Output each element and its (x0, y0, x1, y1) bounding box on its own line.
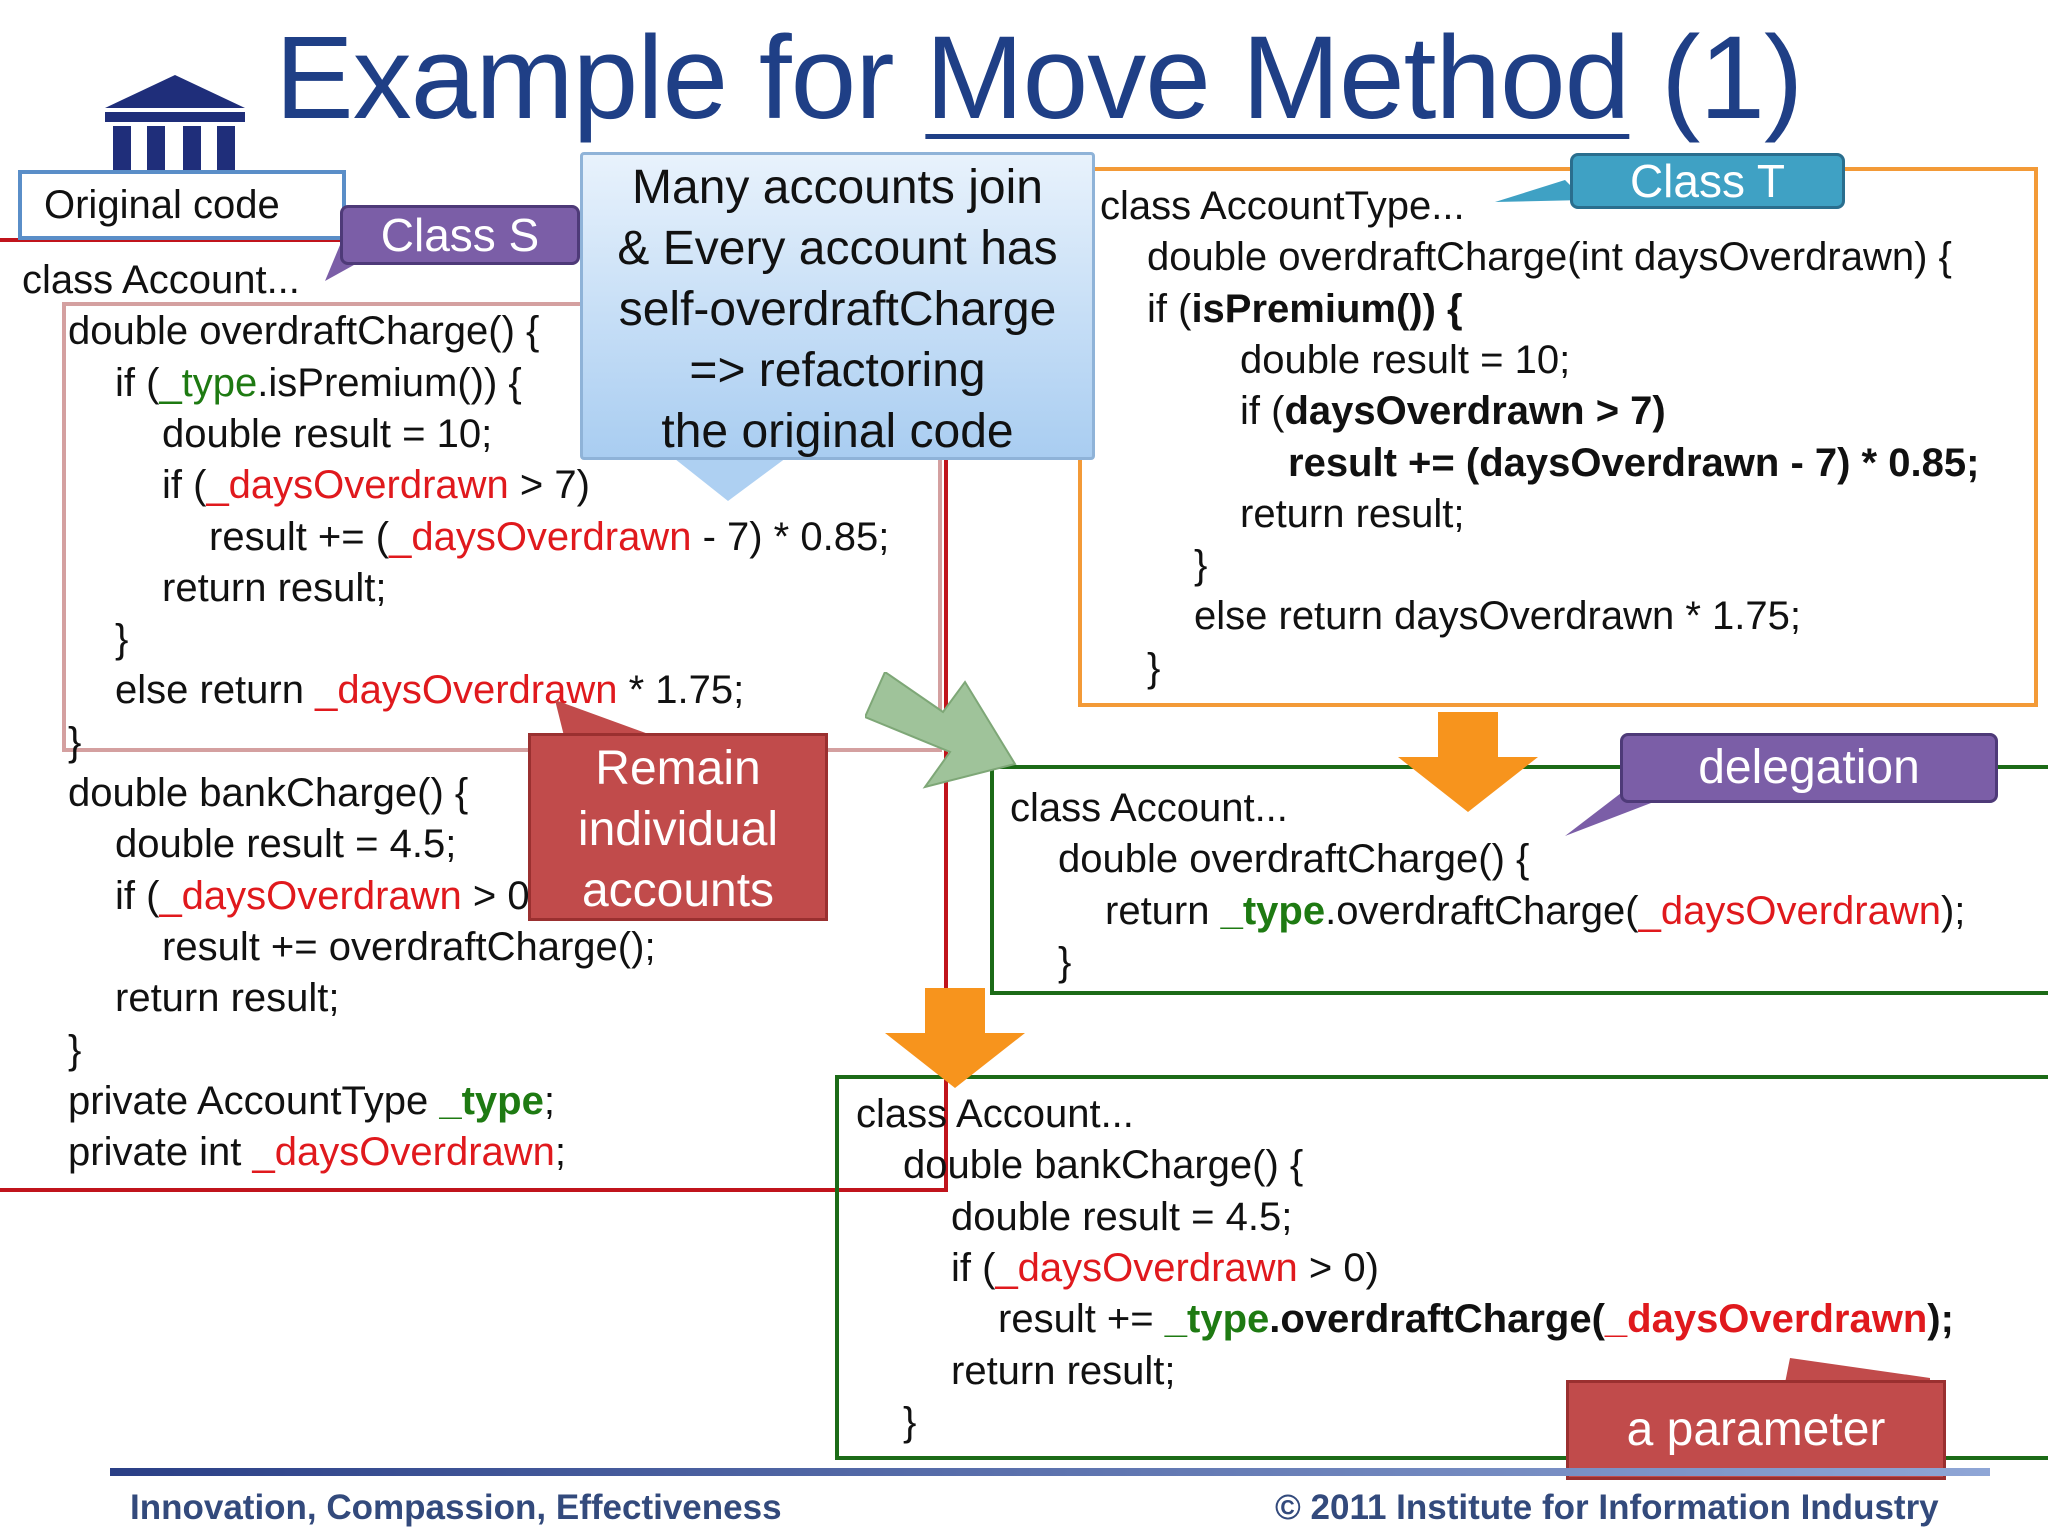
remain-callout: Remain individual accounts (528, 733, 828, 921)
original-code-label: Original code (18, 170, 346, 240)
overdraft-method-highlight (62, 302, 942, 752)
footer-rule (110, 1468, 1990, 1476)
slide-title: Example for Move Method (1) (275, 12, 1803, 144)
many-accounts-line-2: & Every account has (617, 222, 1058, 275)
many-accounts-line-3: self-overdraftCharge (618, 283, 1057, 336)
footer-slogan: Innovation, Compassion, Effectiveness (130, 1488, 782, 1527)
remain-line-2: individual (577, 803, 779, 856)
down-arrow-bankcharge (885, 988, 1025, 1088)
many-accounts-line-4: => refactoring (689, 344, 986, 397)
bankcharge-frame (835, 1075, 2048, 1460)
parameter-callout: a parameter (1566, 1380, 1946, 1480)
remain-line-3: accounts (581, 864, 775, 917)
many-accounts-pointer (670, 455, 790, 501)
remain-pointer (555, 700, 665, 740)
many-accounts-callout: Many accounts join & Every account has s… (580, 152, 1095, 460)
class-t-callout: Class T (1570, 153, 1845, 209)
many-accounts-line-5: the original code (661, 405, 1014, 458)
many-accounts-line-1: Many accounts join (632, 161, 1043, 214)
refactor-arrow (865, 672, 1017, 789)
remain-line-1: Remain (595, 742, 761, 795)
delegation-callout: delegation (1620, 733, 1998, 803)
institute-logo (105, 75, 245, 174)
footer-copyright: © 2011 Institute for Information Industr… (1275, 1488, 1939, 1527)
class-t-pointer (1495, 180, 1585, 202)
class-s-callout: Class S (340, 205, 580, 265)
down-arrow-delegation (1398, 712, 1538, 812)
class-t-frame (1078, 167, 2038, 707)
